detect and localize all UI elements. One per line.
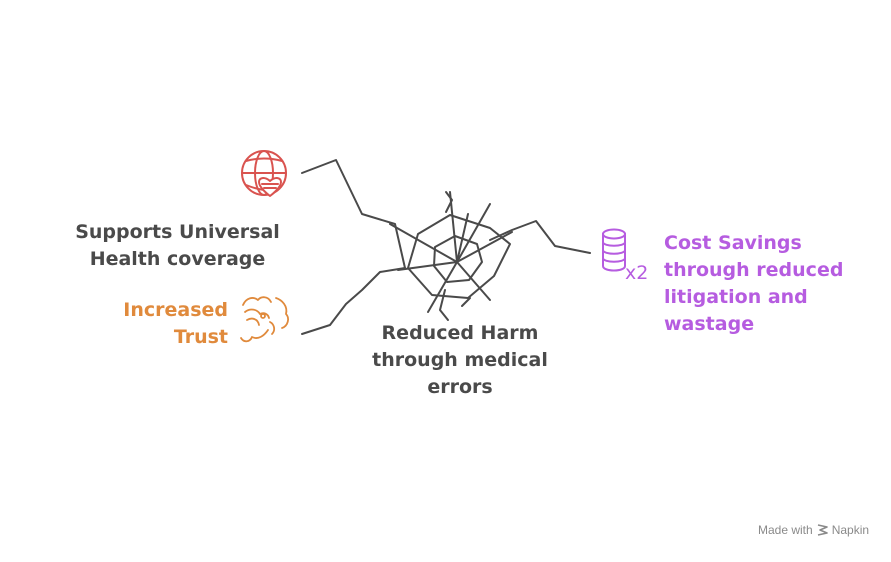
cost-multiplier: x2	[625, 262, 648, 284]
napkin-logo-icon	[817, 524, 828, 536]
branch-line-cost	[489, 220, 591, 254]
made-with-napkin-watermark: Made with Napkin	[758, 523, 869, 537]
branch-line-trust	[301, 267, 406, 335]
coin-stack-icon	[602, 228, 626, 272]
watermark-prefix: Made with	[758, 523, 813, 537]
branch-line-harm	[439, 289, 449, 321]
increased-trust-label: Increased Trust	[123, 299, 228, 348]
spider-web-center	[389, 191, 513, 313]
watermark-brand: Napkin	[831, 523, 870, 537]
globe-heart-icon	[241, 150, 287, 197]
cost-savings-label: Cost Savings through reduced litigation …	[664, 232, 844, 335]
supports-universal-health-label: Supports Universal Health coverage	[75, 221, 280, 270]
branch-line-universal	[301, 159, 406, 269]
handshake-icon	[240, 296, 289, 343]
reduced-harm-label: Reduced Harm through medical errors	[372, 322, 548, 398]
